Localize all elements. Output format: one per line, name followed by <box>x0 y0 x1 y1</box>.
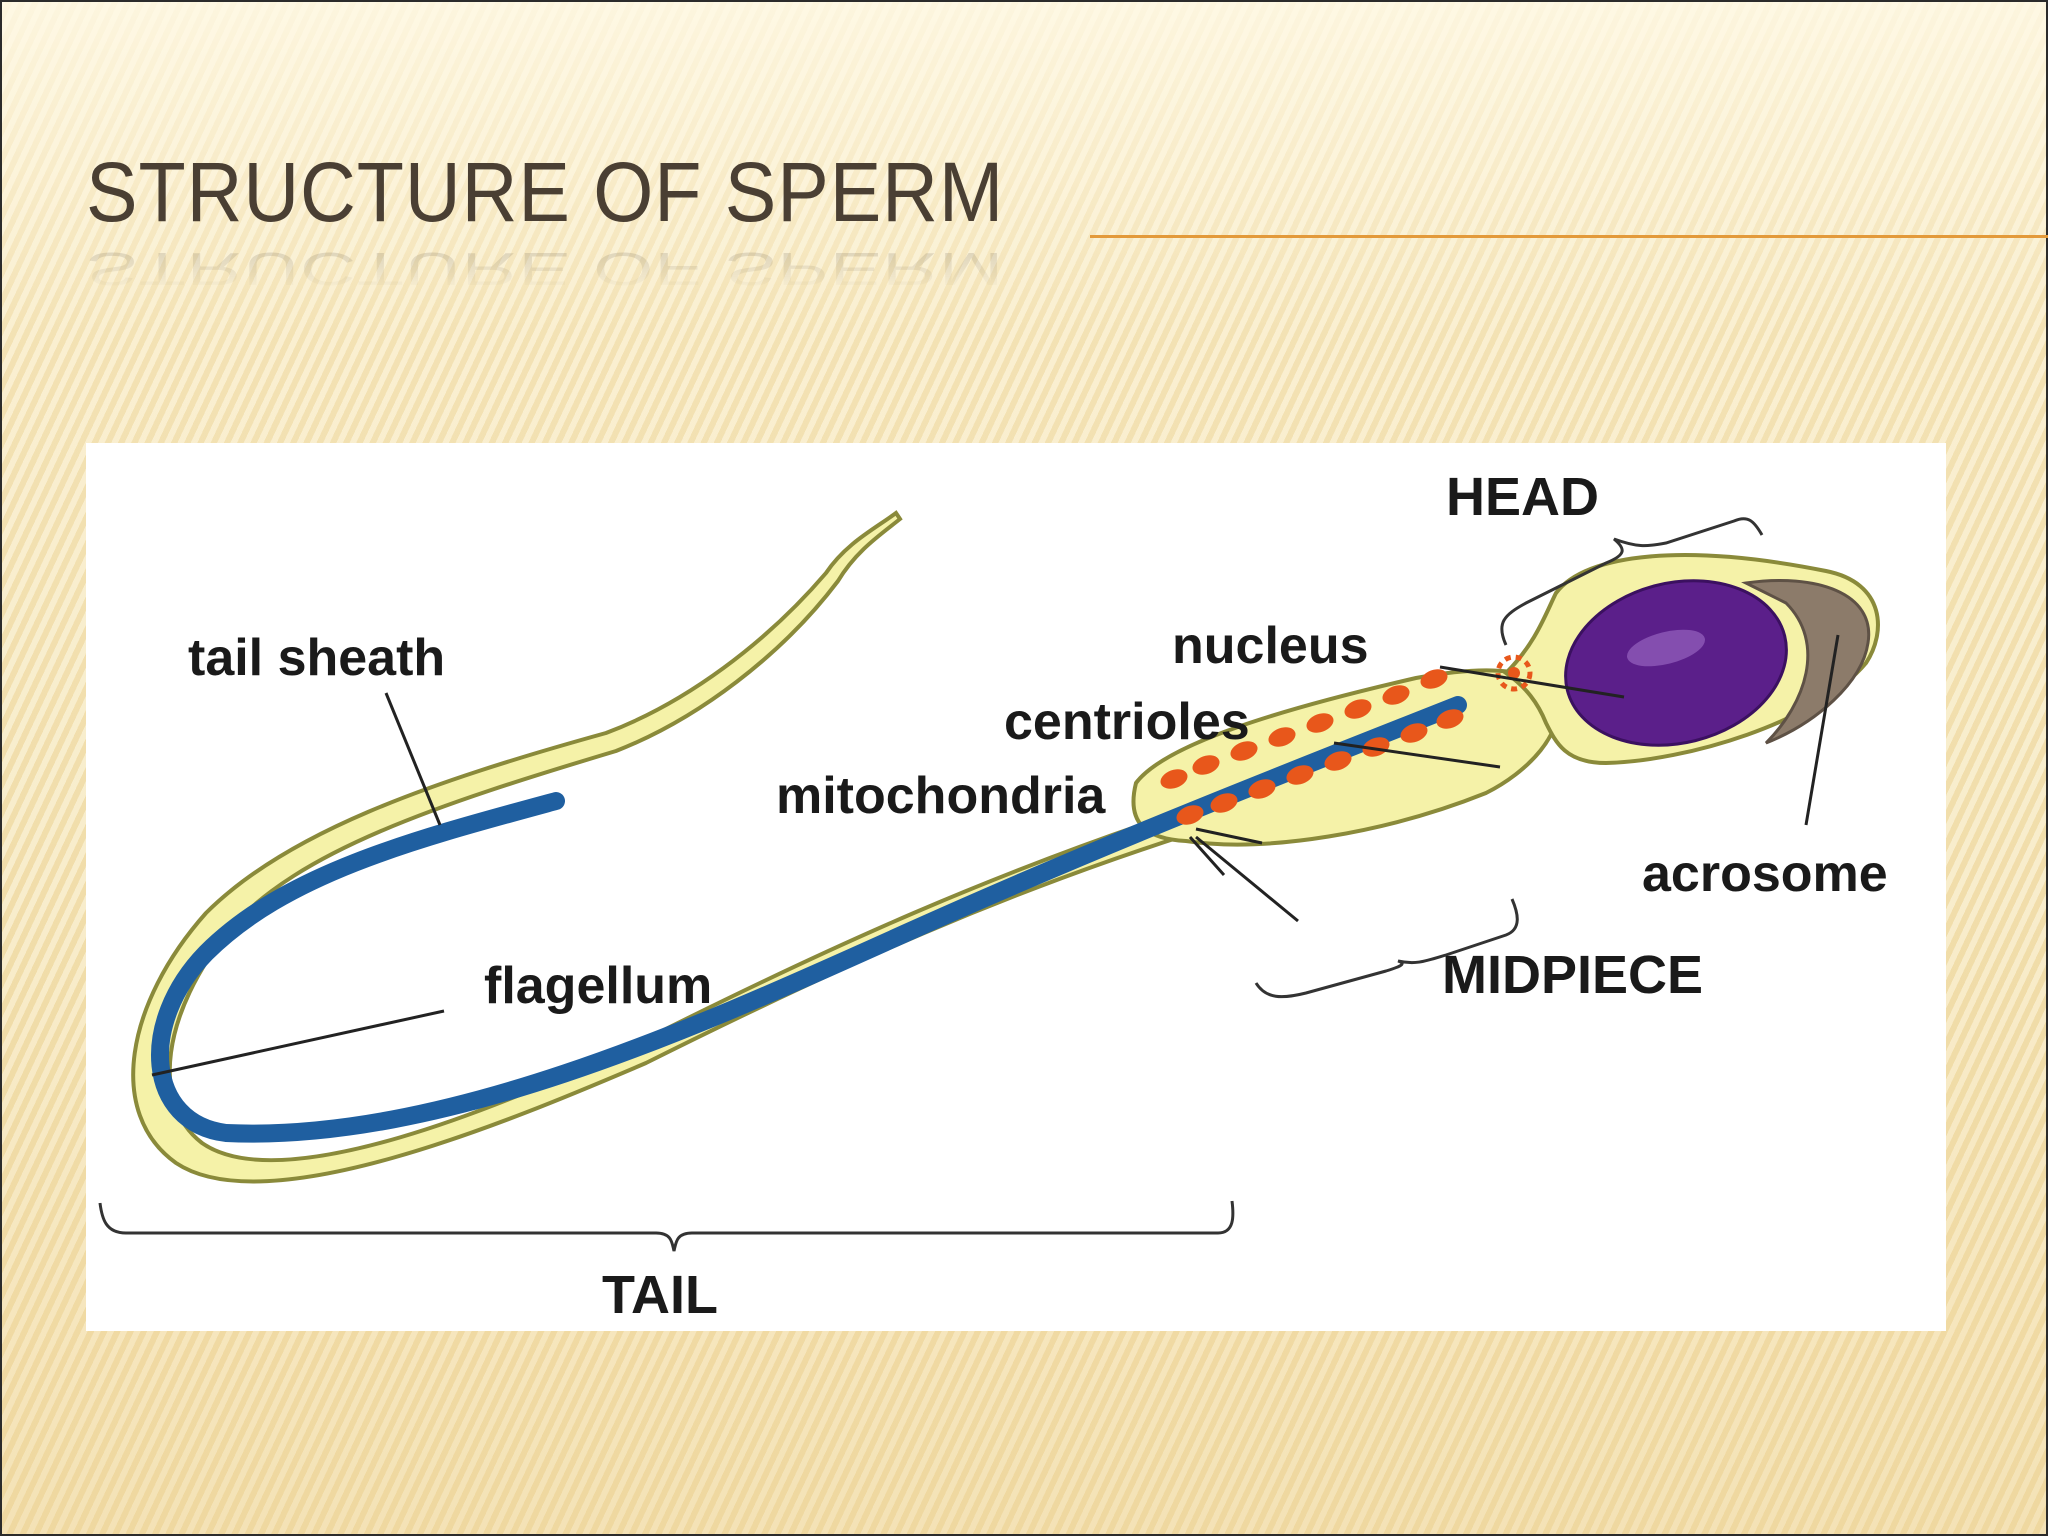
mitochondrion <box>1210 793 1238 813</box>
centrioles-shape <box>1495 654 1533 692</box>
label-midpiece: MIDPIECE <box>1442 945 1703 1005</box>
mitochondrion <box>1160 769 1188 789</box>
mitochondrion <box>1362 737 1390 757</box>
head-brace <box>1500 517 1764 646</box>
mitochondrion <box>1324 751 1352 771</box>
leader-tail-sheath <box>384 692 442 826</box>
flagellum-shape <box>151 696 1467 1143</box>
acrosome-shape <box>1741 579 1871 745</box>
label-centrioles: centrioles <box>1004 693 1250 751</box>
label-flagellum: flagellum <box>484 957 712 1015</box>
label-tail-sheath: tail sheath <box>188 629 445 687</box>
mitochondrion <box>1192 755 1220 775</box>
mitochondrion <box>1230 741 1258 761</box>
label-nucleus: nucleus <box>1172 617 1369 675</box>
midpiece-brace <box>1254 898 1519 999</box>
leader-nucleus <box>1439 665 1625 699</box>
title-block: STRUCTURE OF SPERM STRUCTURE OF SPERM <box>86 145 1084 295</box>
label-acrosome: acrosome <box>1642 845 1888 903</box>
tail-brace <box>98 1200 1235 1252</box>
label-head: HEAD <box>1446 467 1599 527</box>
tail-sheath-shape <box>131 510 1189 1184</box>
nucleus-highlight <box>1626 629 1706 667</box>
nucleus-shape <box>1564 579 1788 747</box>
mitochondrion <box>1420 669 1448 689</box>
mitochondrion <box>1382 685 1410 705</box>
mitochondrion <box>1268 727 1296 747</box>
leader-flagellum <box>151 1009 445 1077</box>
slide-title: STRUCTURE OF SPERM <box>86 145 1005 239</box>
mitochondrion <box>1176 805 1204 825</box>
label-mitochondria: mitochondria <box>776 767 1106 825</box>
leader-mitochondria-a <box>1195 827 1263 845</box>
mitochondrion <box>1248 779 1276 799</box>
leader-mitochondria-b <box>1188 835 1226 877</box>
diagram-canvas: HEAD nucleus centrioles mitochondria acr… <box>98 467 1888 1325</box>
leader-centrioles <box>1333 741 1501 769</box>
mitochondrion <box>1286 765 1314 785</box>
sperm-diagram: HEAD nucleus centrioles mitochondria acr… <box>86 443 1946 1331</box>
leader-acrosome <box>1804 634 1840 826</box>
mitochondrion <box>1344 699 1372 719</box>
mitochondrion <box>1436 709 1464 729</box>
slide-title-reflection: STRUCTURE OF SPERM <box>86 243 1005 295</box>
leader-mitochondria-c <box>1195 835 1299 923</box>
mitochondria-group <box>1160 669 1464 825</box>
label-tail: TAIL <box>602 1265 718 1325</box>
mitochondrion <box>1400 723 1428 743</box>
mitochondrion <box>1306 713 1334 733</box>
title-rule <box>1090 235 2048 238</box>
